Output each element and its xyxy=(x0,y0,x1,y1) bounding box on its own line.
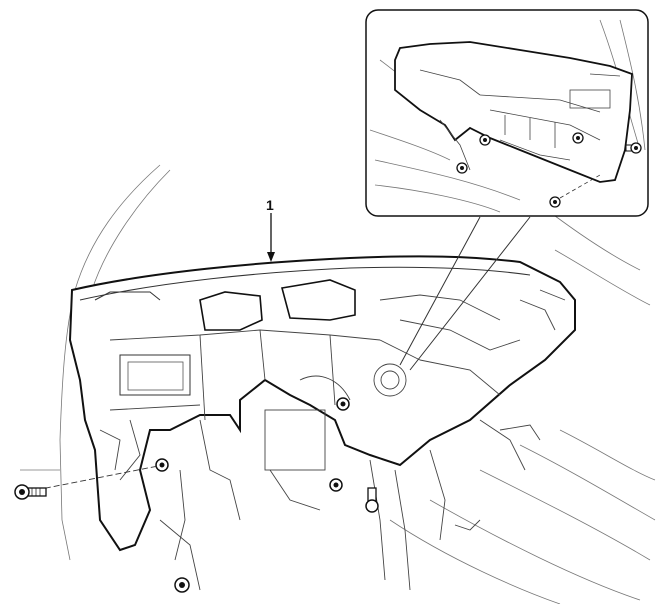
bolt-lower-left xyxy=(174,577,190,593)
bolt-side-detached xyxy=(14,484,47,500)
inset-connector-lines xyxy=(399,216,531,371)
detail-inset xyxy=(365,9,649,217)
callout-number-label: 1 xyxy=(266,197,274,213)
callout-1 xyxy=(267,213,275,262)
bolt-lower-right xyxy=(365,487,379,513)
crash-pad-panel xyxy=(68,255,576,591)
crash-pad-outline xyxy=(68,255,576,552)
bolt-center xyxy=(336,397,350,411)
bolt-guide-line xyxy=(35,465,159,491)
bolt-left-upper xyxy=(155,458,169,472)
detail-inset-content xyxy=(369,19,646,213)
bolt-lower-center xyxy=(329,478,343,492)
